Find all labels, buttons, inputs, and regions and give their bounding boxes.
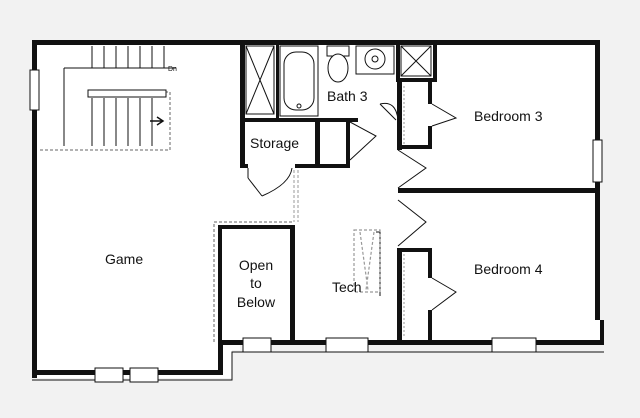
interior-walls [218, 42, 598, 343]
floor-area [34, 42, 604, 378]
windows [29, 69, 603, 383]
bedroom3-door [397, 149, 427, 189]
window-bottom-3 [242, 337, 272, 353]
bath-door [379, 102, 399, 121]
staircase: Dn [40, 46, 177, 151]
room-label-open-line2: to [250, 275, 262, 291]
window-bottom-1 [94, 367, 124, 383]
room-label-open-line3: Below [237, 294, 276, 310]
window-bottom-2 [129, 367, 159, 383]
stair-direction-label: Dn [168, 66, 177, 73]
doors [247, 102, 458, 311]
closet-door [349, 121, 377, 161]
bedroom4-door [397, 199, 427, 247]
bath-fixtures [245, 45, 432, 117]
window-left [29, 69, 40, 111]
bedroom3-closet-door [431, 103, 458, 127]
window-right [592, 139, 603, 183]
room-label-game: Game [105, 251, 143, 267]
window-bottom-4 [325, 337, 369, 353]
storage-dashed-line [293, 170, 299, 222]
room-label-bath: Bath 3 [327, 88, 368, 104]
tech-niche [353, 229, 381, 293]
toilet-bowl [327, 53, 349, 83]
exterior-walls [32, 40, 604, 378]
room-label-tech: Tech [332, 279, 362, 295]
room-label-open-line1: Open [239, 257, 273, 273]
room-label-storage: Storage [250, 135, 299, 151]
window-bottom-5 [491, 337, 537, 353]
open-to-below-rail [213, 221, 292, 342]
bedroom4-closet-door [431, 277, 457, 311]
room-label-bedroom4: Bedroom 4 [474, 261, 543, 277]
stair-arrow-icon [150, 116, 165, 126]
storage-door [247, 167, 293, 197]
room-label-bedroom3: Bedroom 3 [474, 108, 543, 124]
